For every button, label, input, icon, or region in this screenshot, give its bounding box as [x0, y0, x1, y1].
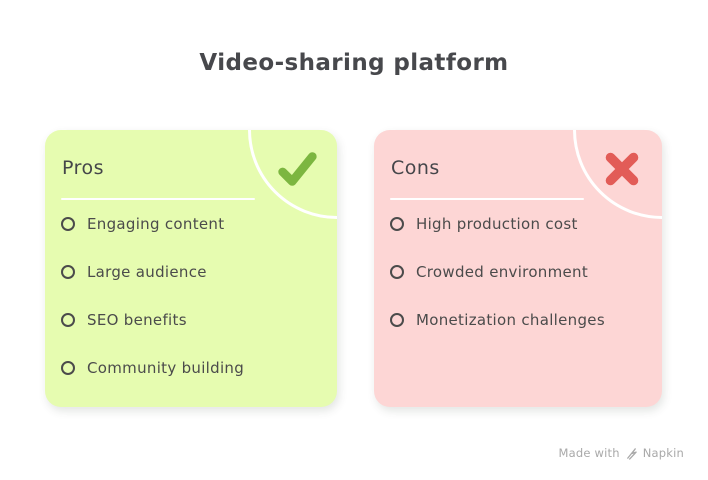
list-item: Large audience: [61, 263, 337, 281]
pros-list: Engaging content Large audience SEO bene…: [61, 215, 337, 377]
cons-card-title: Cons: [391, 157, 440, 179]
list-item: Engaging content: [61, 215, 337, 233]
circle-bullet-icon: [61, 265, 75, 279]
pros-card-title: Pros: [62, 157, 105, 179]
list-item-label: High production cost: [416, 215, 578, 233]
napkin-logo-icon: [626, 447, 637, 460]
list-item-label: Engaging content: [87, 215, 225, 233]
circle-bullet-icon: [390, 217, 404, 231]
cons-card: Cons High production cost Crowded enviro…: [374, 130, 662, 407]
napkin-attribution: Made with Napkin: [559, 446, 685, 460]
circle-bullet-icon: [390, 313, 404, 327]
brand-label: Napkin: [642, 446, 684, 460]
list-item-label: Large audience: [87, 263, 207, 281]
circle-bullet-icon: [61, 217, 75, 231]
made-with-label: Made with: [558, 446, 620, 460]
circle-bullet-icon: [61, 313, 75, 327]
circle-bullet-icon: [390, 265, 404, 279]
x-icon: [605, 152, 639, 186]
pros-card: Pros Engaging content Large audience SEO…: [45, 130, 337, 407]
list-item-label: SEO benefits: [87, 311, 187, 329]
pros-divider: [61, 198, 255, 200]
circle-bullet-icon: [61, 361, 75, 375]
list-item: Community building: [61, 359, 337, 377]
check-icon: [278, 152, 317, 186]
list-item: High production cost: [390, 215, 662, 233]
list-item-label: Monetization challenges: [416, 311, 605, 329]
cons-divider: [390, 198, 584, 200]
list-item-label: Crowded environment: [416, 263, 589, 281]
list-item: SEO benefits: [61, 311, 337, 329]
page-title: Video-sharing platform: [199, 50, 509, 76]
list-item: Crowded environment: [390, 263, 662, 281]
list-item: Monetization challenges: [390, 311, 662, 329]
cons-list: High production cost Crowded environment…: [390, 215, 662, 329]
list-item-label: Community building: [87, 359, 245, 377]
